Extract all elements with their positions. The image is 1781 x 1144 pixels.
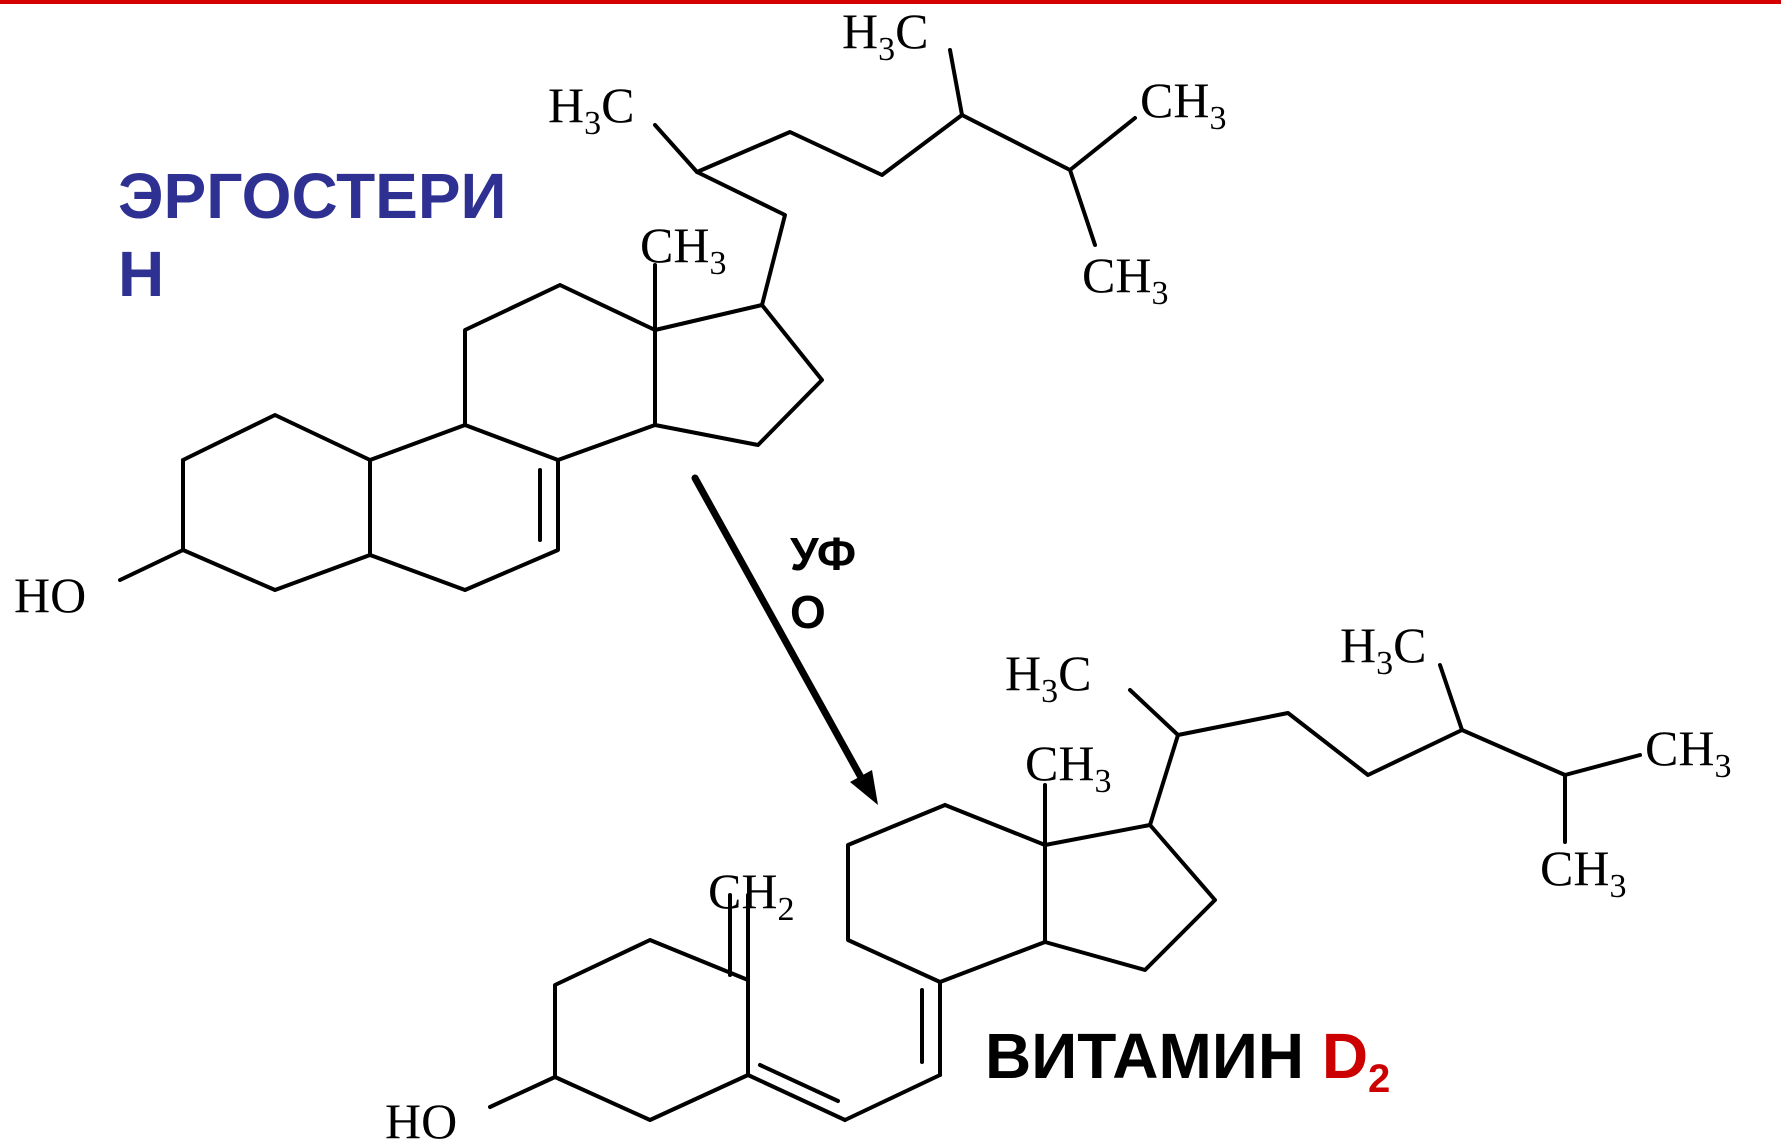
reaction-condition-line-1: УФ xyxy=(790,528,857,580)
vitd-ch3-2: CH3 xyxy=(1540,840,1626,905)
ergo-ring-a xyxy=(181,413,372,592)
ergosterol-label: ЭРГОСТЕРИ Н xyxy=(118,157,528,313)
ergosterol-structure: HO CH3 H3C H3C CH3 CH3 xyxy=(14,3,1226,623)
ergo-ch3-1: CH3 xyxy=(1140,72,1226,137)
vitd-ring-d xyxy=(1043,823,1217,972)
ergo-hydroxyl-bond xyxy=(118,548,185,582)
vitd-hydroxyl: HO xyxy=(385,1093,457,1144)
ergosterol-label-line-1: ЭРГОСТЕРИ xyxy=(118,160,507,232)
ergo-ch3-angular: CH3 xyxy=(640,217,726,282)
vitd-ring-a xyxy=(553,938,750,1122)
ergo-h3c-2: H3C xyxy=(842,3,928,68)
vitd-side-methyl-2 xyxy=(1438,663,1464,732)
vitd-h3c-2: H3C xyxy=(1340,617,1426,682)
vitd-bridge-3-double xyxy=(758,1063,840,1103)
vitd-side-methyl-3 xyxy=(1563,753,1642,777)
vitd-bridge-3 xyxy=(746,1073,847,1122)
ergo-h3c-1: H3C xyxy=(548,77,634,142)
ergosterol-label-line-2: Н xyxy=(118,238,165,310)
vitd-ch3-angular: CH3 xyxy=(1025,735,1111,800)
vitd-ring-c xyxy=(846,803,1047,984)
reaction-arrow xyxy=(691,474,878,805)
ergo-side-methyl-2 xyxy=(948,48,964,117)
vitd-side-chain xyxy=(1148,711,1567,844)
ergo-side-methyl-3 xyxy=(1068,116,1137,172)
vitd-bridge-2 xyxy=(843,1073,942,1122)
vitd-side-methyl-1 xyxy=(1128,688,1180,737)
ergo-hydroxyl: HO xyxy=(14,567,86,623)
vitamin-d2-structure: HO CH2 CH3 H3C H3C CH3 CH3 xyxy=(385,617,1731,1144)
vitd-ch3-1: CH3 xyxy=(1645,720,1731,785)
vitamin-d-subscript: 2 xyxy=(1368,1057,1391,1101)
ergo-side-methyl-1 xyxy=(653,123,699,174)
accent-top-line xyxy=(0,0,1781,4)
vitamin-label-text: ВИТАМИН xyxy=(985,1020,1322,1092)
ergo-ring-d xyxy=(653,303,824,447)
vitd-h3c-1: H3C xyxy=(1005,645,1091,710)
ergo-ring-c xyxy=(463,283,657,462)
vitamin-d-letter: D2 xyxy=(1321,1020,1391,1101)
reaction-condition-label: УФ О xyxy=(790,525,880,641)
reaction-condition-line-2: О xyxy=(790,586,826,638)
ergo-ch3-2: CH3 xyxy=(1082,247,1168,312)
ergo-ring-b xyxy=(368,423,560,592)
vitd-hydroxyl-bond xyxy=(488,1075,557,1109)
vitamin-d2-label: ВИТАМИН D2 xyxy=(985,1018,1390,1117)
vitd-ch2: CH2 xyxy=(708,863,794,928)
ergo-side-chain xyxy=(695,113,1097,307)
